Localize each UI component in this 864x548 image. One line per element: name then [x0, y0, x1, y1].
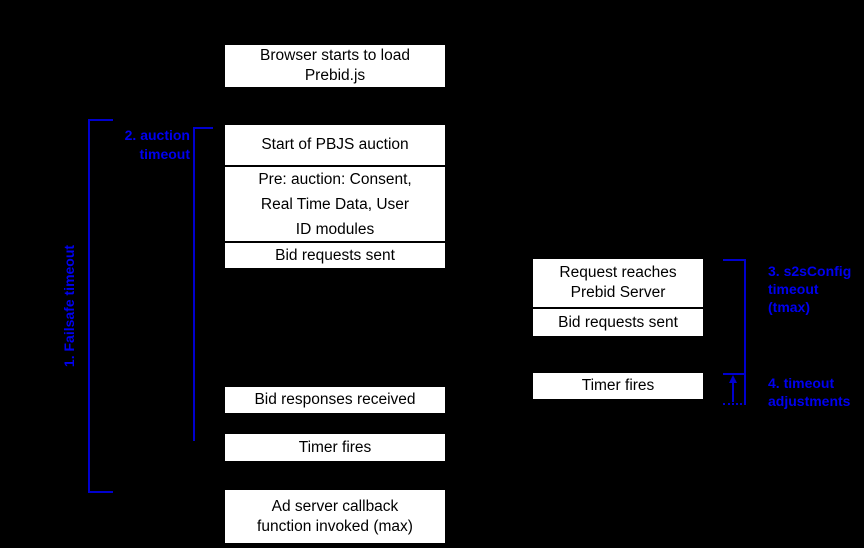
failsafe-timeout-label: 1. Failsafe timeout	[61, 244, 77, 368]
timeout-adjustments-label: 4. timeout adjustments	[768, 375, 851, 409]
box-ad-server-callback: Ad server callback function invoked (max…	[225, 490, 445, 543]
box-bid-responses-received: Bid responses received	[225, 387, 445, 413]
box-bid-requests-sent-client: Bid requests sent	[225, 241, 445, 268]
box-browser-load: Browser starts to load Prebid.js	[225, 45, 445, 87]
arrow-up-shaft	[732, 382, 734, 402]
failsafe-bracket-bottom-tick	[88, 491, 113, 493]
box-request-reaches-server: Request reaches Prebid Server	[533, 259, 703, 307]
auction-timeout-label: 2. auction timeout	[124, 127, 190, 162]
box-timer-fires-client: Timer fires	[225, 434, 445, 461]
box-timer-fires-server: Timer fires	[533, 373, 703, 399]
failsafe-bracket-line	[88, 119, 90, 493]
s2s-bracket-top-tick	[723, 259, 746, 261]
auction-bracket-top-tick	[193, 127, 213, 129]
failsafe-bracket-top-tick	[88, 119, 113, 121]
box-bid-requests-sent-server: Bid requests sent	[533, 307, 703, 336]
s2s-timeout-label: 3. s2sConfig timeout (tmax)	[768, 263, 852, 315]
s2s-bracket-line	[744, 259, 746, 404]
auction-bracket-line	[193, 127, 195, 441]
arrow-up-icon	[729, 375, 737, 383]
box-pre-auction-modules: Pre: auction: Consent, Real Time Data, U…	[225, 165, 445, 241]
adjustments-dotted-tick	[723, 403, 746, 405]
box-start-auction: Start of PBJS auction	[225, 125, 445, 165]
s2s-bracket-mid-tick	[723, 373, 746, 375]
